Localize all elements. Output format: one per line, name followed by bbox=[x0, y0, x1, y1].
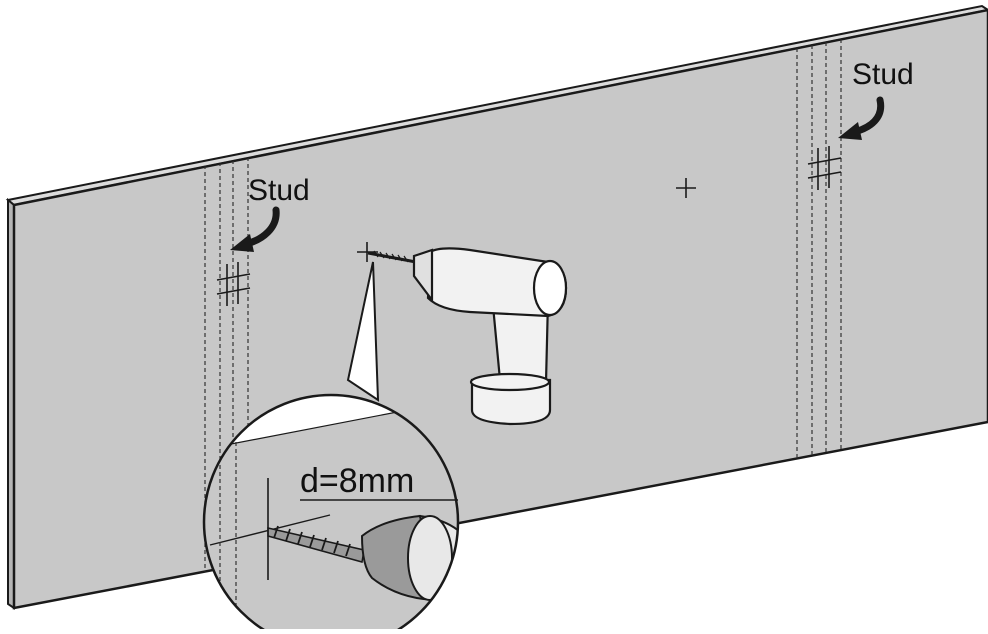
stud-left bbox=[204, 157, 249, 575]
cross-mark-icon bbox=[676, 178, 696, 198]
curved-arrow-icon bbox=[230, 206, 280, 252]
callout-pointer bbox=[346, 261, 380, 402]
stud-label-left: Stud bbox=[248, 174, 310, 207]
stud-mark-left bbox=[216, 262, 251, 306]
stud-label-right: Stud bbox=[852, 58, 914, 91]
stud-mark-right bbox=[807, 146, 842, 190]
drill-diameter-label: d=8mm bbox=[300, 462, 414, 500]
magnified-detail: d=8mm bbox=[202, 393, 460, 634]
stud-right bbox=[796, 39, 842, 460]
curved-arrow-icon bbox=[838, 96, 885, 140]
drill-icon bbox=[367, 247, 568, 426]
